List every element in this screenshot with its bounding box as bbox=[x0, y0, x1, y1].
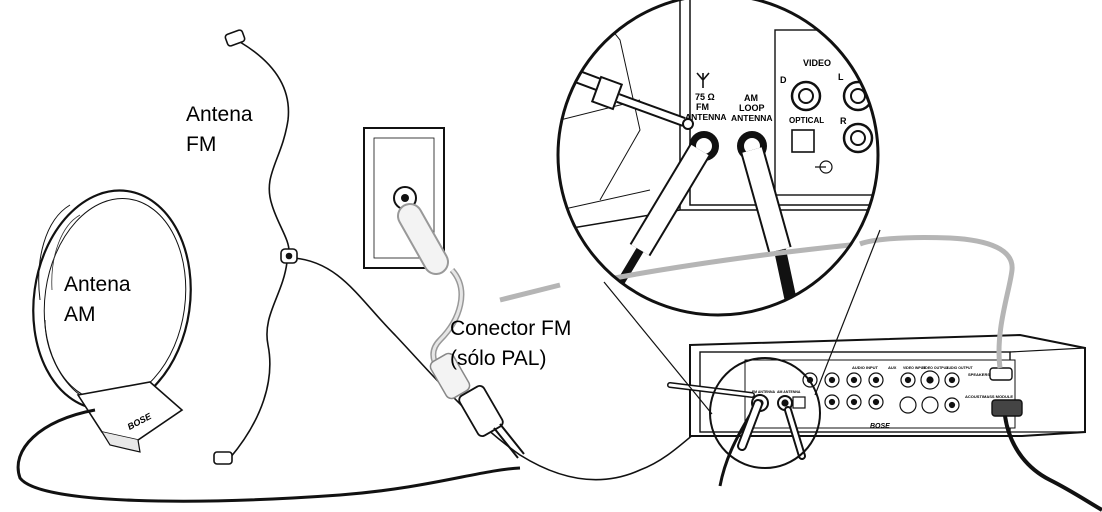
fm-antenna-label: Antena FM bbox=[186, 100, 253, 160]
unit-audio-input-label: AUDIO INPUT bbox=[852, 365, 879, 370]
unit-am-antenna-label: AM ANTENNA bbox=[777, 390, 801, 394]
unit-acoustimass-label: ACOUSTIMASS MODULE bbox=[965, 394, 1013, 399]
zoom-fm-75-label: 75 Ω bbox=[695, 92, 715, 102]
am-antenna-cable bbox=[18, 410, 520, 501]
fm-antenna-label-line2: FM bbox=[186, 130, 253, 160]
zoom-optical-label: OPTICAL bbox=[789, 116, 824, 125]
fm-antenna-lower-lead bbox=[230, 262, 287, 458]
zoom-am-label: AM bbox=[744, 93, 758, 103]
zoom-r-label: R bbox=[840, 116, 847, 126]
unit-speakers-label: SPEAKERS bbox=[968, 372, 990, 377]
unit-brand-logo: BOSE bbox=[870, 423, 890, 430]
zoom-d-label: D bbox=[780, 75, 787, 85]
unit-audio-output-label: AUDIO OUTPUT bbox=[946, 366, 974, 370]
zoom-video-label: VIDEO bbox=[803, 58, 831, 68]
fm-antenna-bottom-terminal bbox=[214, 452, 232, 464]
fm-connector-label: Conector FM (sólo PAL) bbox=[450, 314, 571, 374]
zoom-fm-label: FM bbox=[696, 102, 709, 112]
am-antenna-label-line2: AM bbox=[64, 300, 131, 330]
fm-connector-label-line2: (sólo PAL) bbox=[450, 344, 571, 374]
am-antenna-label-line1: Antena bbox=[64, 270, 131, 300]
zoom-am-loop-label: LOOP bbox=[739, 103, 765, 113]
fm-antenna-label-line1: Antena bbox=[186, 100, 253, 130]
zoom-optical-port bbox=[792, 130, 814, 152]
fm-connector-label-line1: Conector FM bbox=[450, 314, 571, 344]
unit-fm-antenna-label: FM ANTENNA bbox=[752, 390, 775, 394]
am-antenna-label: Antena AM bbox=[64, 270, 131, 330]
zoom-l-label: L bbox=[838, 72, 844, 82]
unit-aux-label: AUX bbox=[888, 365, 897, 370]
zoom-am-antenna-label: ANTENNA bbox=[731, 113, 773, 123]
